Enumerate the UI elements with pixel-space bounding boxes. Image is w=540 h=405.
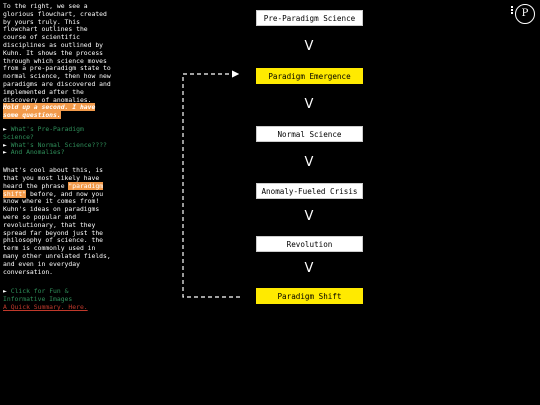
images-link-label: Click for Fun & Informative Images xyxy=(3,287,73,304)
question-link-normal-science[interactable]: ► What's Normal Science???? xyxy=(3,140,113,150)
node-normal-science: Normal Science xyxy=(256,126,363,142)
play-icon: ► xyxy=(3,124,7,133)
node-paradigm-shift: Paradigm Shift xyxy=(256,288,363,304)
paradigm-paragraph: What's cool about this, is that you most… xyxy=(3,166,113,276)
flow-arrow-icon: V xyxy=(304,261,314,276)
play-icon: ► xyxy=(3,287,7,296)
question-link-label: What's Pre-Paradigm Science? xyxy=(3,124,84,141)
question-links: ► What's Pre-Paradigm Science? ► What's … xyxy=(3,124,113,157)
paradigm-text-before: What's cool about this, is that you most… xyxy=(3,166,104,190)
menu-dots-icon[interactable] xyxy=(511,6,515,16)
flow-arrow-icon: V xyxy=(304,209,314,224)
play-icon: ► xyxy=(3,148,7,157)
play-icon: ► xyxy=(3,140,7,149)
intro-paragraph: To the right, we see a glorious flowchar… xyxy=(3,2,111,104)
text-panel: To the right, we see a glorious flowchar… xyxy=(3,2,113,312)
question-link-label: What's Normal Science???? xyxy=(10,140,107,149)
images-link[interactable]: ► Click for Fun & Informative Images xyxy=(3,287,113,304)
flow-arrow-icon: V xyxy=(304,155,314,170)
node-anomaly-crisis: Anomaly-Fueled Crisis xyxy=(256,183,363,199)
question-link-pre-paradigm[interactable]: ► What's Pre-Paradigm Science? xyxy=(3,124,113,142)
node-paradigm-emergence: Paradigm Emergence xyxy=(256,68,363,84)
source-link[interactable]: A Quick Summary. Here. xyxy=(3,302,88,311)
question-link-anomalies[interactable]: ► And Anomalies? xyxy=(3,148,113,157)
node-revolution: Revolution xyxy=(256,236,363,252)
flow-arrow-icon: V xyxy=(304,39,314,54)
paradigm-text-after: before, and now you know where it comes … xyxy=(3,189,111,276)
node-pre-paradigm-science: Pre-Paradigm Science xyxy=(256,10,363,26)
flow-arrow-icon: V xyxy=(304,97,314,112)
question-link-label: And Anomalies? xyxy=(10,148,65,157)
corner-p-button[interactable]: P xyxy=(515,4,535,24)
